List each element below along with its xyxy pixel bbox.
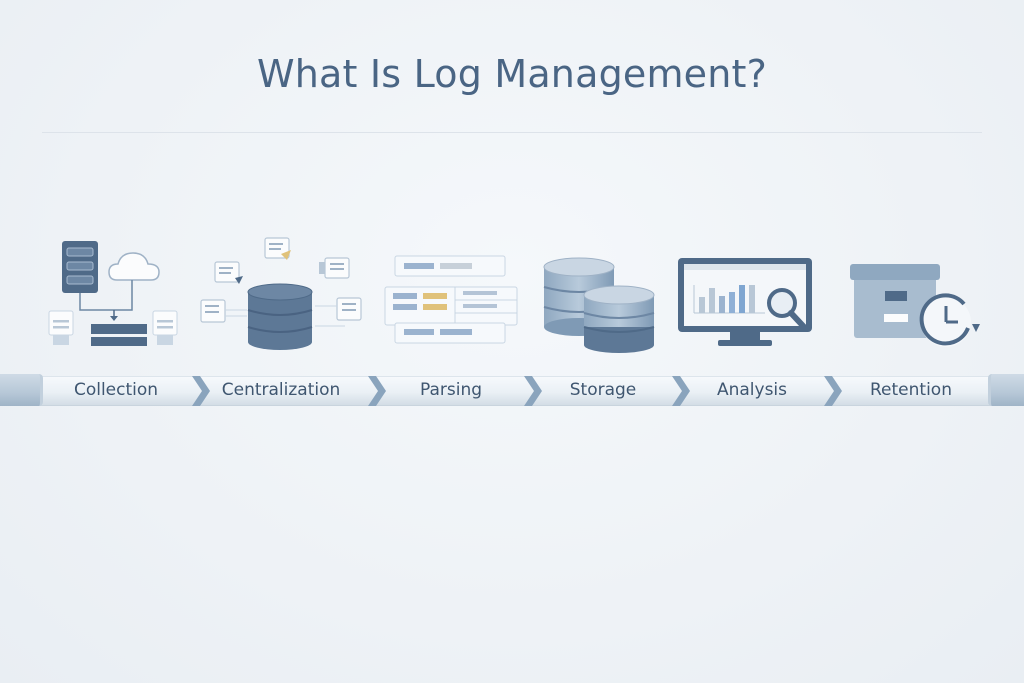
pipeline-bar	[0, 376, 1024, 406]
stage-label-storage: Storage	[569, 380, 637, 400]
archive-box-clock-icon	[850, 264, 980, 347]
chevron-right-icon	[368, 376, 386, 406]
stage-label-parsing: Parsing	[419, 380, 483, 400]
database-with-log-documents-icon	[200, 237, 362, 350]
monitor-chart-magnifier-icon	[678, 258, 812, 346]
chevron-right-icon	[192, 376, 210, 406]
stacked-databases-icon	[543, 257, 655, 353]
stage-label-analysis: Analysis	[716, 380, 788, 400]
pipe-right-cap	[988, 374, 1024, 406]
chevron-right-icon	[672, 376, 690, 406]
stage-label-retention: Retention	[870, 380, 952, 400]
chevron-right-icon	[524, 376, 542, 406]
chevron-right-icon	[824, 376, 842, 406]
servers-cloud-network-icon	[48, 241, 178, 346]
page-title: What Is Log Management?	[256, 52, 768, 96]
stage-label-collection: Collection	[73, 380, 159, 400]
title-divider	[42, 132, 982, 133]
stage-label-centralization: Centralization	[221, 380, 341, 400]
parsed-fields-table-icon	[384, 255, 518, 344]
pipe-left-cap	[0, 374, 43, 406]
